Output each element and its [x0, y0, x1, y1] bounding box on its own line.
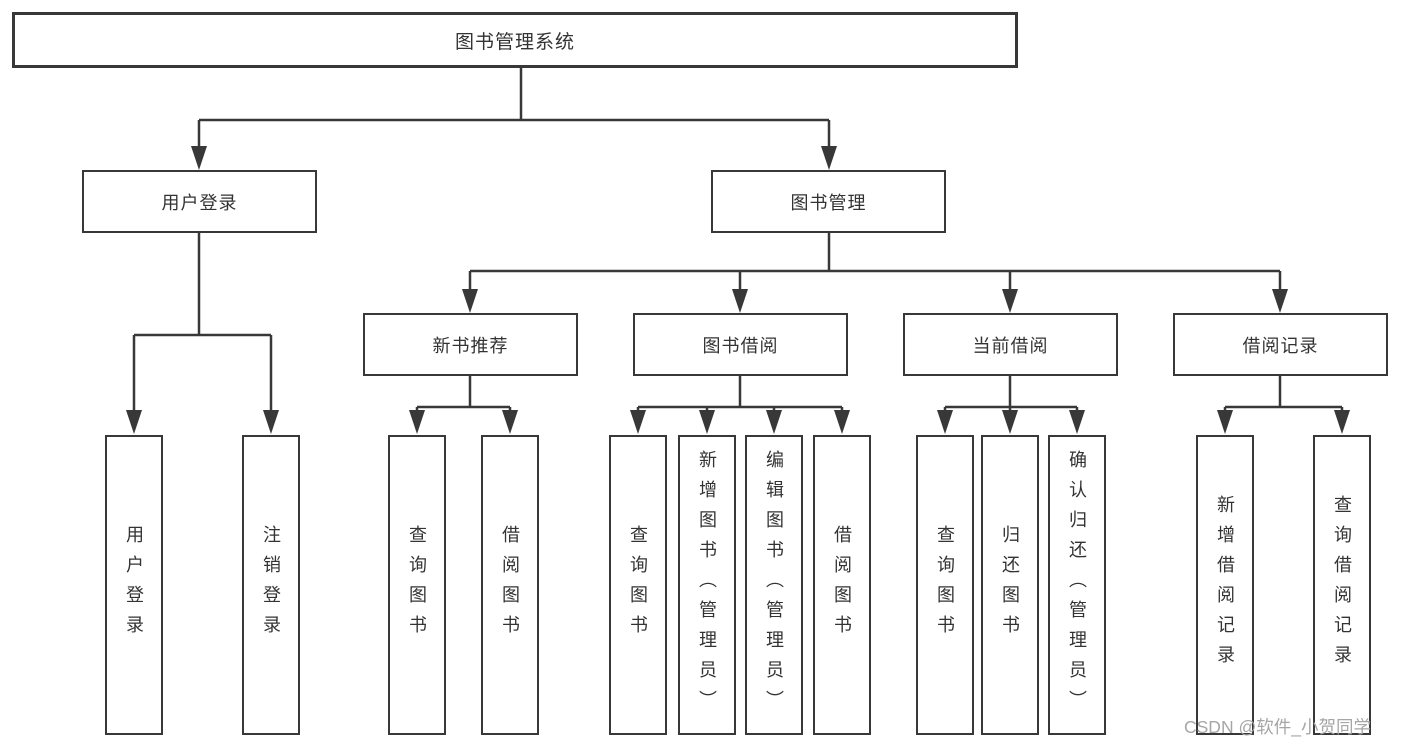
node-user-login-label: 用户登录	[161, 192, 238, 213]
node-leaf-br-query-record-label: 查询借阅记录	[1332, 495, 1352, 675]
node-leaf-logout-label: 注销登录	[261, 525, 281, 645]
node-leaf-cb-return-books-label: 归还图书	[1000, 525, 1020, 645]
node-leaf-nbr-query-books-label: 查询图书	[407, 525, 427, 645]
arrowhead-icon	[1002, 289, 1018, 313]
node-book-borrowing: 图书借阅	[633, 313, 848, 376]
node-leaf-br-add-record-label: 新增借阅记录	[1215, 495, 1235, 675]
node-leaf-cb-confirm-return-admin-label: 确认归还（管理员）	[1067, 450, 1087, 720]
node-leaf-cb-query-books-label: 查询图书	[935, 525, 955, 645]
node-system-root: 图书管理系统	[12, 12, 1018, 68]
node-leaf-br-query-record: 查询借阅记录	[1313, 435, 1371, 735]
node-leaf-nbr-borrow-books-label: 借阅图书	[500, 525, 520, 645]
watermark-text: CSDN @软件_小贺同学	[1184, 717, 1371, 737]
node-leaf-bb-borrow-books-label: 借阅图书	[832, 525, 852, 645]
node-leaf-bb-add-books-admin: 新增图书（管理员）	[678, 435, 736, 735]
node-leaf-user-login-label: 用户登录	[124, 525, 144, 645]
node-borrowing-records-label: 借阅记录	[1242, 335, 1319, 356]
connector-root-to-level2	[197, 68, 831, 152]
node-leaf-bb-borrow-books: 借阅图书	[813, 435, 871, 735]
node-leaf-user-login: 用户登录	[105, 435, 163, 735]
connector-new-book-rec-to-children	[415, 376, 512, 416]
arrowhead-icon	[263, 410, 279, 434]
node-book-management: 图书管理	[711, 170, 946, 233]
node-leaf-bb-edit-books-admin-label: 编辑图书（管理员）	[764, 450, 784, 720]
arrowhead-icon	[126, 410, 142, 434]
node-borrowing-records: 借阅记录	[1173, 313, 1388, 376]
arrowhead-icon	[409, 410, 425, 434]
arrowhead-icon	[1217, 410, 1233, 434]
arrowhead-icon	[1002, 410, 1018, 434]
node-leaf-nbr-borrow-books: 借阅图书	[481, 435, 539, 735]
node-new-book-recommendation: 新书推荐	[363, 313, 578, 376]
arrowhead-icon	[937, 410, 953, 434]
connector-borrow-records-to-children	[1223, 376, 1344, 416]
arrowhead-icon	[191, 146, 207, 170]
arrowhead-icon	[630, 410, 646, 434]
arrowhead-icon	[766, 410, 782, 434]
node-leaf-bb-add-books-admin-label: 新增图书（管理员）	[697, 450, 717, 720]
connector-book-borrow-to-children	[636, 376, 844, 416]
node-current-borrowing: 当前借阅	[903, 313, 1118, 376]
arrowhead-icon	[834, 410, 850, 434]
node-leaf-cb-query-books: 查询图书	[916, 435, 974, 735]
arrowhead-icon	[1272, 289, 1288, 313]
node-leaf-bb-edit-books-admin: 编辑图书（管理员）	[745, 435, 803, 735]
node-leaf-cb-confirm-return-admin: 确认归还（管理员）	[1048, 435, 1106, 735]
arrowhead-icon	[732, 289, 748, 313]
node-new-book-recommendation-label: 新书推荐	[432, 335, 509, 356]
node-leaf-nbr-query-books: 查询图书	[388, 435, 446, 735]
arrowhead-icon	[1334, 410, 1350, 434]
node-current-borrowing-label: 当前借阅	[972, 335, 1049, 356]
arrowhead-icon	[1069, 410, 1085, 434]
node-book-management-label: 图书管理	[790, 192, 867, 213]
node-system-root-label: 图书管理系统	[454, 31, 575, 53]
connector-user-login-to-children	[132, 233, 273, 416]
arrowhead-icon	[821, 146, 837, 170]
arrowhead-icon	[462, 289, 478, 313]
node-user-login: 用户登录	[82, 170, 317, 233]
connector-book-mgmt-to-level3	[468, 233, 1282, 295]
node-book-borrowing-label: 图书借阅	[702, 335, 779, 356]
arrowhead-icon	[502, 410, 518, 434]
arrowhead-icon	[699, 410, 715, 434]
node-leaf-bb-query-books-label: 查询图书	[628, 525, 648, 645]
node-leaf-logout: 注销登录	[242, 435, 300, 735]
node-leaf-bb-query-books: 查询图书	[609, 435, 667, 735]
node-leaf-br-add-record: 新增借阅记录	[1196, 435, 1254, 735]
node-leaf-cb-return-books: 归还图书	[981, 435, 1039, 735]
